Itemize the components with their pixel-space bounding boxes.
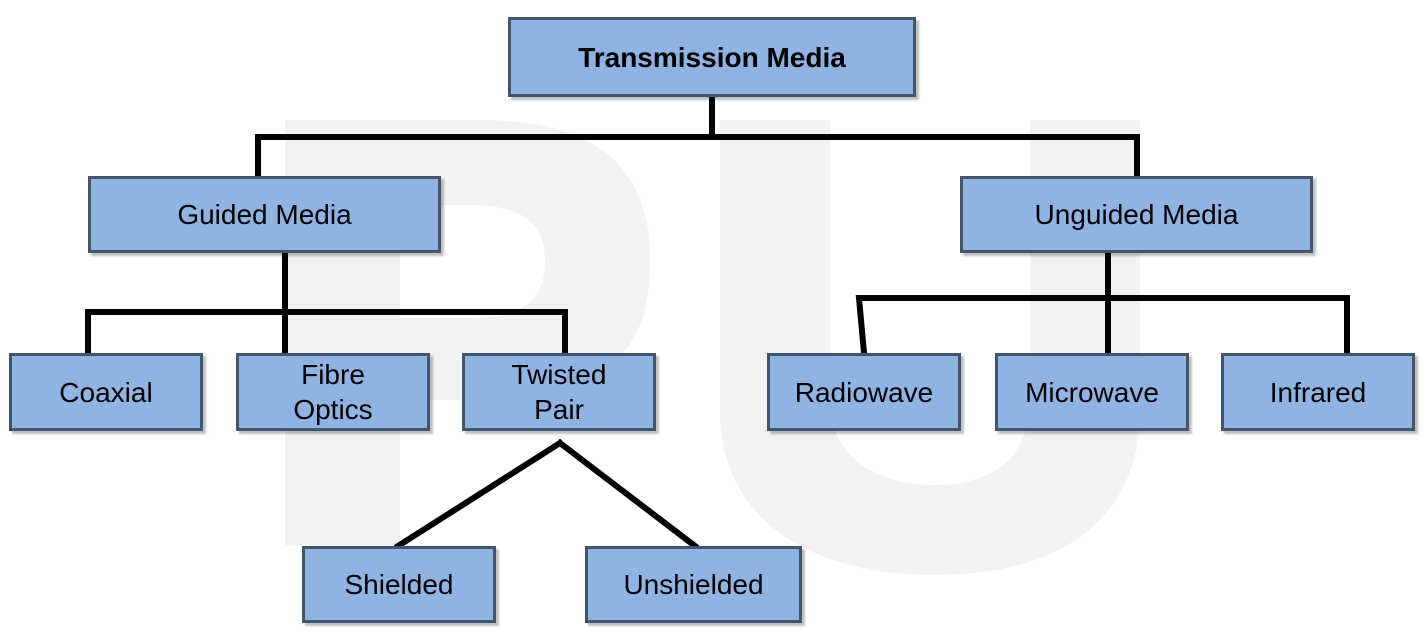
- node-shielded: Shielded: [302, 546, 496, 623]
- connector-root-to-unguided: [709, 134, 1140, 179]
- connector-root-to-guided: [255, 94, 715, 179]
- node-microwave: Microwave: [995, 353, 1189, 431]
- node-unshielded: Unshielded: [585, 546, 802, 623]
- connector-twisted-to-shielded: [393, 438, 565, 551]
- node-radiowave: Radiowave: [767, 353, 961, 431]
- node-transmission-media: Transmission Media: [508, 17, 916, 97]
- node-infrared: Infrared: [1221, 353, 1415, 431]
- node-guided-media: Guided Media: [88, 176, 441, 253]
- node-coaxial: Coaxial: [9, 353, 203, 431]
- node-twisted-pair: Twisted Pair: [462, 353, 656, 431]
- node-unguided-media: Unguided Media: [960, 176, 1313, 253]
- connector-unguided-to-radiowave: [855, 295, 1350, 357]
- connector-twisted-to-unshielded: [555, 438, 700, 551]
- node-fibre-optics: Fibre Optics: [236, 353, 430, 431]
- connector-guided-to-coaxial: [85, 309, 568, 356]
